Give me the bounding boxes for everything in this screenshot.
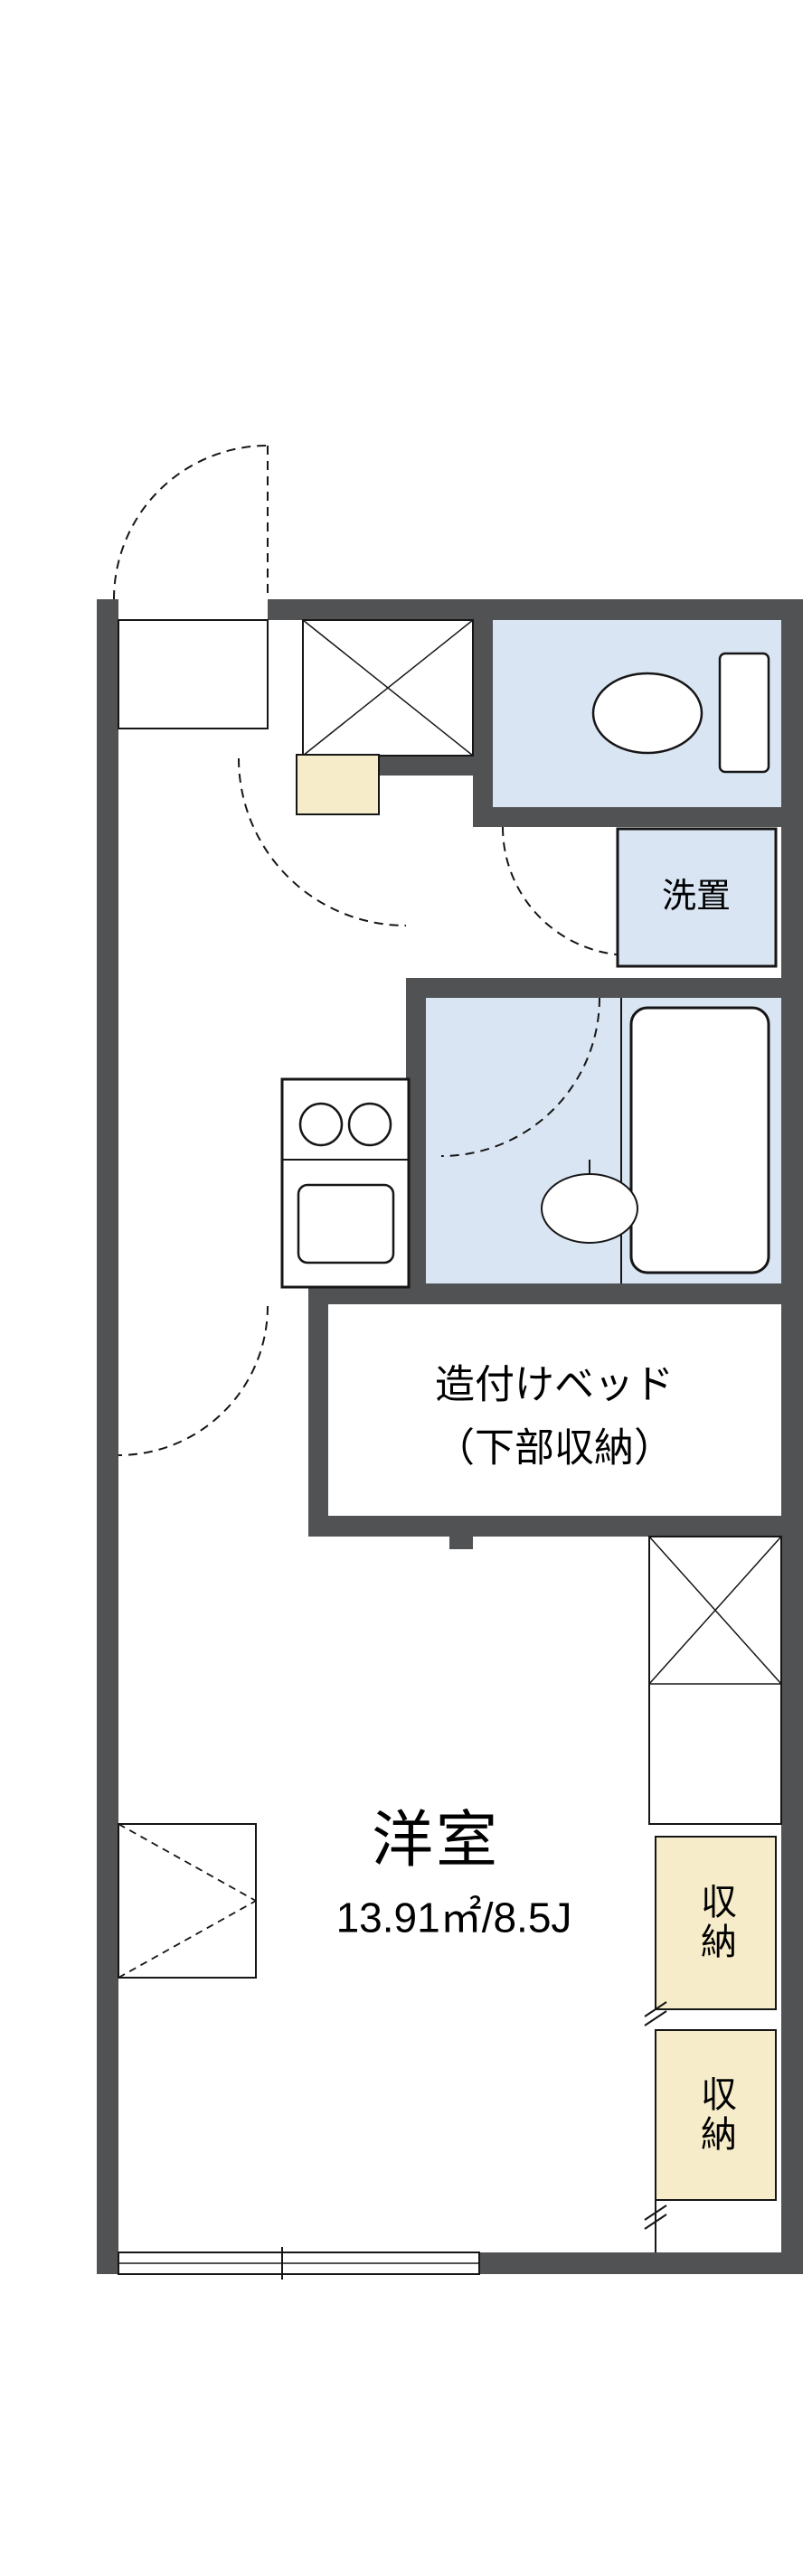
hall-door-swing	[238, 757, 407, 926]
wall-break-tick-1b	[644, 2001, 667, 2017]
shoe-cabinet-diagonal-2	[302, 619, 474, 757]
window-bay	[118, 1823, 257, 1979]
wall-bed-notch	[449, 1537, 473, 1549]
washer-label: 洗置	[661, 878, 732, 917]
washer-space	[616, 827, 778, 968]
wall-break-tick-2a	[644, 2214, 667, 2230]
storage-label-2: 収納	[695, 2075, 735, 2155]
genkan-step	[118, 619, 269, 729]
built-in-bed-label-line1: 造付けベッド	[435, 1362, 674, 1407]
storage-box-1	[655, 1836, 777, 2010]
storage-label-1: 収納	[695, 1883, 735, 1962]
stove-burner-left	[298, 1102, 344, 1147]
wall-shoebox-right	[473, 620, 493, 827]
built-in-bed-label-line2: （下部収納）	[435, 1425, 674, 1471]
toilet-tank	[718, 652, 770, 774]
wall-bathroom-left	[406, 978, 426, 1304]
kitchen-sink	[297, 1183, 395, 1264]
stove-burner-right	[347, 1102, 392, 1147]
outer-wall-top	[268, 599, 803, 620]
wall-shoebox-bottom	[379, 755, 493, 776]
bathtub	[629, 1006, 770, 1274]
wall-toilet-bottom	[493, 807, 781, 827]
entrance-counter	[296, 754, 380, 815]
storage-box-2	[655, 2029, 777, 2201]
wall-bed-bottom	[308, 1516, 781, 1537]
room-size-label: 13.91㎡/8.5J	[335, 1894, 572, 1941]
wall-bed-left	[308, 1283, 328, 1537]
wall-break-tick-2b	[644, 2205, 667, 2221]
wall-break-tick-1a	[644, 2010, 667, 2026]
wall-bed-top	[308, 1283, 781, 1304]
window-bay-diagonal-2	[118, 1900, 257, 1979]
entrance-door-swing	[113, 445, 269, 600]
room-name-label: 洋室	[371, 1805, 501, 1875]
tall-cabinet-diagonal-2	[648, 1536, 782, 1685]
toilet-door-swing	[502, 826, 632, 956]
outer-wall-right	[781, 599, 803, 2274]
bath-basin	[541, 1173, 638, 1244]
window-bay-diagonal-1	[118, 1823, 257, 1902]
closet-door-swing	[118, 1305, 269, 1456]
wall-bathroom-top	[406, 978, 781, 998]
outer-wall-left	[97, 599, 118, 2274]
outer-wall-bottom	[479, 2252, 803, 2274]
bathroom-door-swing	[440, 997, 600, 1157]
toilet-bowl	[591, 672, 703, 755]
tall-cabinet	[648, 1536, 782, 1825]
